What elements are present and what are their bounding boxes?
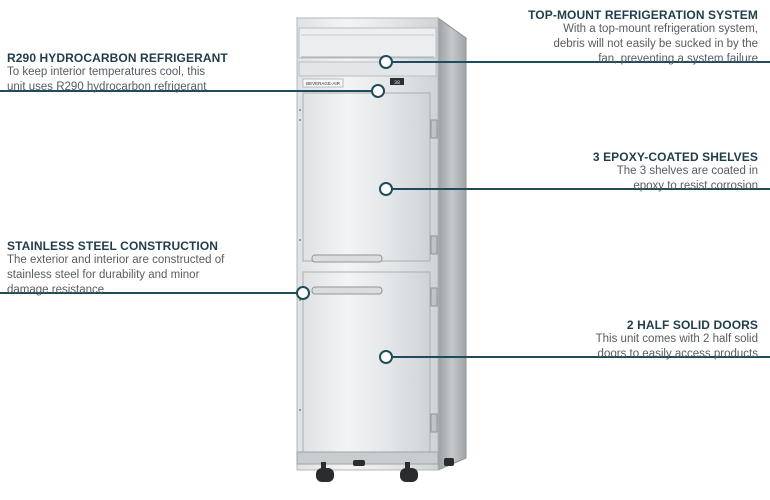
callout-title: TOP-MOUNT REFRIGERATION SYSTEM [528,8,758,22]
callout-line-doors [386,356,770,358]
callout-line-steel [0,292,303,294]
callout-description: With a top-mount refrigeration system, d… [528,22,758,67]
callout-line-text: doors to easily access products [597,348,758,360]
callout-line-text: unit uses R290 hydrocarbon refrigerant [7,81,207,93]
callout-steel: STAINLESS STEEL CONSTRUCTION The exterio… [7,239,224,298]
callout-doors: 2 HALF SOLID DOORS This unit comes with … [596,318,758,362]
callout-marker-shelves [379,182,393,196]
callout-refrigerant: R290 HYDROCARBON REFRIGERANT To keep int… [7,51,228,95]
callout-description: The 3 shelves are coated in epoxy to res… [593,164,758,194]
callout-line-shelves [386,188,770,190]
callout-line-text: The 3 shelves are coated in [616,165,758,177]
svg-text:BEVERAGE-AIR: BEVERAGE-AIR [306,81,341,86]
callout-title: R290 HYDROCARBON REFRIGERANT [7,51,228,65]
callout-line-text: damage resistance [7,284,105,296]
callout-title: 2 HALF SOLID DOORS [626,318,758,332]
callout-marker-top-mount [379,55,393,69]
callout-line-text: To keep interior temperatures cool, this [7,66,206,78]
callout-marker-refrigerant [371,84,385,98]
callout-line-text: With a top-mount refrigeration system, [563,23,758,35]
callout-top-mount: TOP-MOUNT REFRIGERATION SYSTEM With a to… [528,8,758,67]
callout-description: This unit comes with 2 half solid doors … [596,332,758,362]
callout-shelves: 3 EPOXY-COATED SHELVES The 3 shelves are… [593,150,758,194]
callout-title: STAINLESS STEEL CONSTRUCTION [7,239,219,253]
callout-line-text: This unit comes with 2 half solid [595,333,758,345]
callout-description: The exterior and interior are constructe… [7,253,224,298]
callout-description: To keep interior temperatures cool, this… [7,65,228,95]
callout-marker-steel [296,286,310,300]
callout-line-text: stainless steel for durability and minor [7,269,200,281]
callout-line-refrigerant [0,90,378,92]
callout-line-top-mount [386,61,770,63]
callout-title: 3 EPOXY-COATED SHELVES [592,150,758,164]
callout-line-text: epoxy to resist corrosion [633,180,758,192]
callout-line-text: debris will not easily be sucked in by t… [553,38,758,50]
callout-line-text: The exterior and interior are constructe… [7,254,225,266]
callout-line-text: fan, preventing a system failure [598,53,758,65]
svg-text:38: 38 [394,80,400,86]
callout-marker-doors [379,350,393,364]
